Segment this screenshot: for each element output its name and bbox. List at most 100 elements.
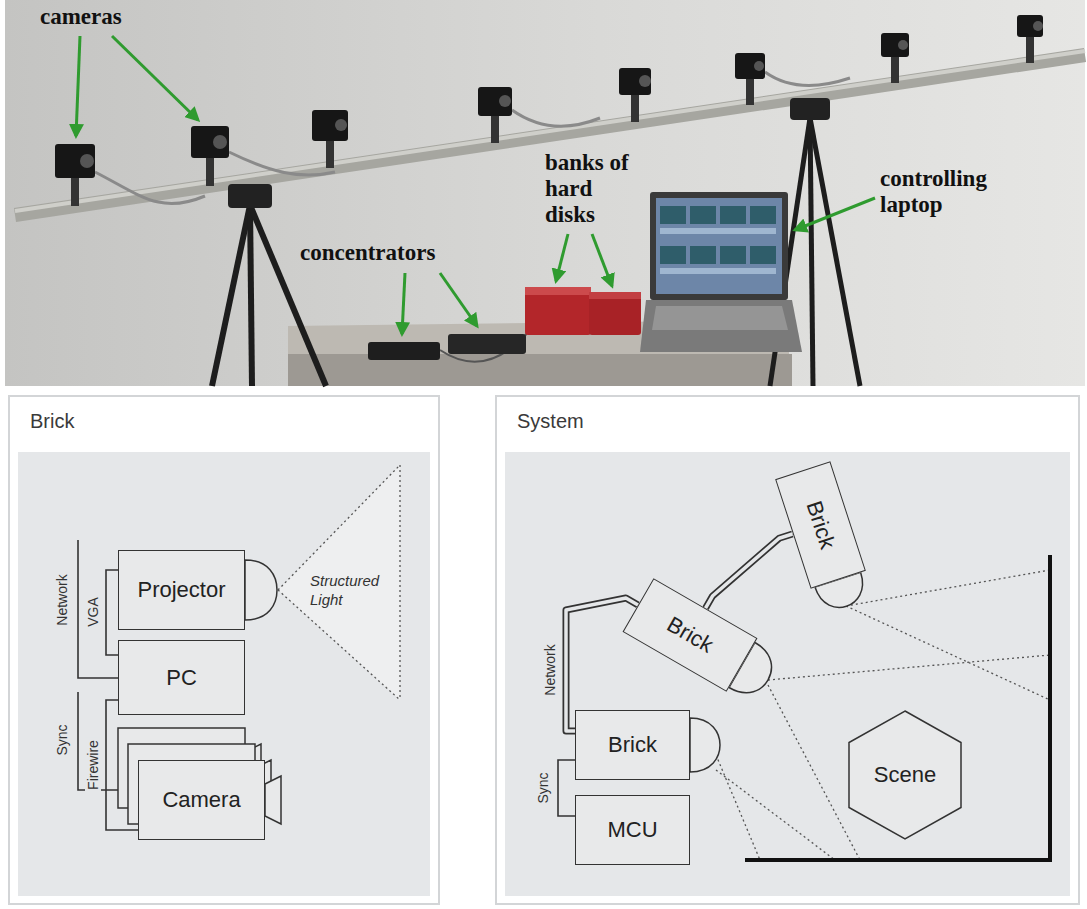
cable	[229, 152, 335, 175]
cable	[95, 72, 850, 362]
signal-name: Firewire	[85, 738, 101, 792]
hard-disk	[525, 287, 641, 335]
laptop	[720, 206, 746, 224]
brick-panel-art	[278, 465, 400, 700]
camera	[71, 178, 79, 206]
signal-name: Network	[54, 572, 70, 627]
camera	[639, 75, 651, 87]
signal-wire	[106, 570, 118, 655]
view-ray	[768, 685, 860, 860]
camera	[191, 126, 229, 158]
leader-arrow	[795, 198, 875, 230]
mcu-box: MCU	[575, 795, 690, 865]
light-ray	[278, 465, 400, 700]
brick-panel-art	[8, 395, 440, 905]
leader-arrow	[556, 234, 568, 281]
room-wall	[745, 555, 1052, 862]
leader-arrow	[592, 234, 612, 286]
leader-arrow	[76, 36, 80, 136]
camera	[312, 110, 348, 141]
tripod	[250, 205, 252, 386]
camera-stack	[265, 776, 281, 824]
brick-box: Brick	[623, 578, 758, 692]
laptop	[652, 306, 788, 330]
laptop	[656, 198, 782, 294]
signal-wire	[558, 760, 575, 816]
signal-name: Network	[542, 642, 558, 697]
laptop	[660, 206, 686, 224]
camera	[80, 154, 94, 168]
laptop	[660, 228, 776, 234]
panel-heading: System	[517, 410, 1080, 433]
view-ray	[768, 655, 1050, 680]
camera	[213, 135, 227, 149]
tripod	[212, 184, 326, 386]
camera	[746, 79, 754, 105]
concentrator	[448, 334, 526, 354]
view-ray	[846, 570, 1050, 606]
hard-disk	[525, 287, 591, 335]
signal-wire	[106, 700, 138, 830]
hard-disk	[589, 292, 641, 335]
beam-label: Structured Light	[310, 572, 390, 610]
node-label: PC	[166, 665, 197, 691]
node-label: Brick	[662, 612, 717, 659]
signal-name: Sync	[54, 722, 70, 757]
brick-panel-art	[18, 452, 430, 896]
laptop	[660, 268, 776, 274]
brick-box: Brick	[775, 461, 866, 588]
photo	[5, 0, 1085, 386]
tripod	[212, 205, 250, 386]
laptop	[690, 206, 716, 224]
camera	[491, 116, 499, 143]
camera	[335, 119, 347, 131]
signal-name: Sync	[535, 770, 551, 805]
node-label: Brick	[608, 732, 657, 758]
callout-label: controlling laptop	[880, 166, 1045, 218]
camera	[631, 95, 639, 122]
leader-arrow	[112, 36, 198, 120]
system-panel-art	[505, 452, 1070, 896]
laptop	[720, 246, 746, 264]
camera	[499, 95, 511, 107]
brick-panel-art	[8, 395, 440, 905]
photo	[288, 354, 792, 386]
cable	[512, 110, 600, 126]
hexagon-outline	[849, 711, 961, 839]
callout-label: banks of hard disks	[545, 150, 645, 227]
projector-box: Projector	[118, 550, 245, 630]
leader-arrow	[402, 273, 405, 334]
callout-label: cameras	[40, 4, 122, 30]
hard-disk	[525, 287, 591, 295]
view-ray	[716, 570, 1050, 860]
light-ray	[399, 465, 400, 700]
signal-name: VGA	[85, 595, 101, 629]
tripod	[790, 98, 830, 120]
leader-arrow	[76, 36, 875, 334]
camera	[326, 141, 334, 168]
system-panel: SystemBrickBrickBrickSceneMCU	[495, 395, 1080, 905]
laptop	[660, 246, 686, 264]
system-panel-art	[495, 395, 1080, 905]
laptop	[640, 300, 802, 352]
tripod	[228, 184, 272, 208]
camera	[754, 61, 764, 71]
node-label: Projector	[137, 577, 225, 603]
tripod	[250, 205, 326, 386]
network-bus	[706, 534, 793, 608]
camera-box: Camera	[138, 760, 265, 840]
projector-lens	[245, 560, 277, 620]
node-label: MCU	[607, 817, 657, 843]
signal-wire	[106, 700, 138, 830]
laptop	[690, 246, 716, 264]
concentrator	[368, 334, 526, 360]
brick-box: Brick	[575, 710, 690, 780]
laptop	[750, 246, 776, 264]
brick-lens	[690, 718, 720, 772]
camera	[1026, 37, 1034, 63]
view-ray	[716, 770, 835, 860]
hard-disk	[589, 292, 641, 299]
camera	[478, 87, 512, 116]
callout-label: concentrators	[300, 240, 435, 266]
